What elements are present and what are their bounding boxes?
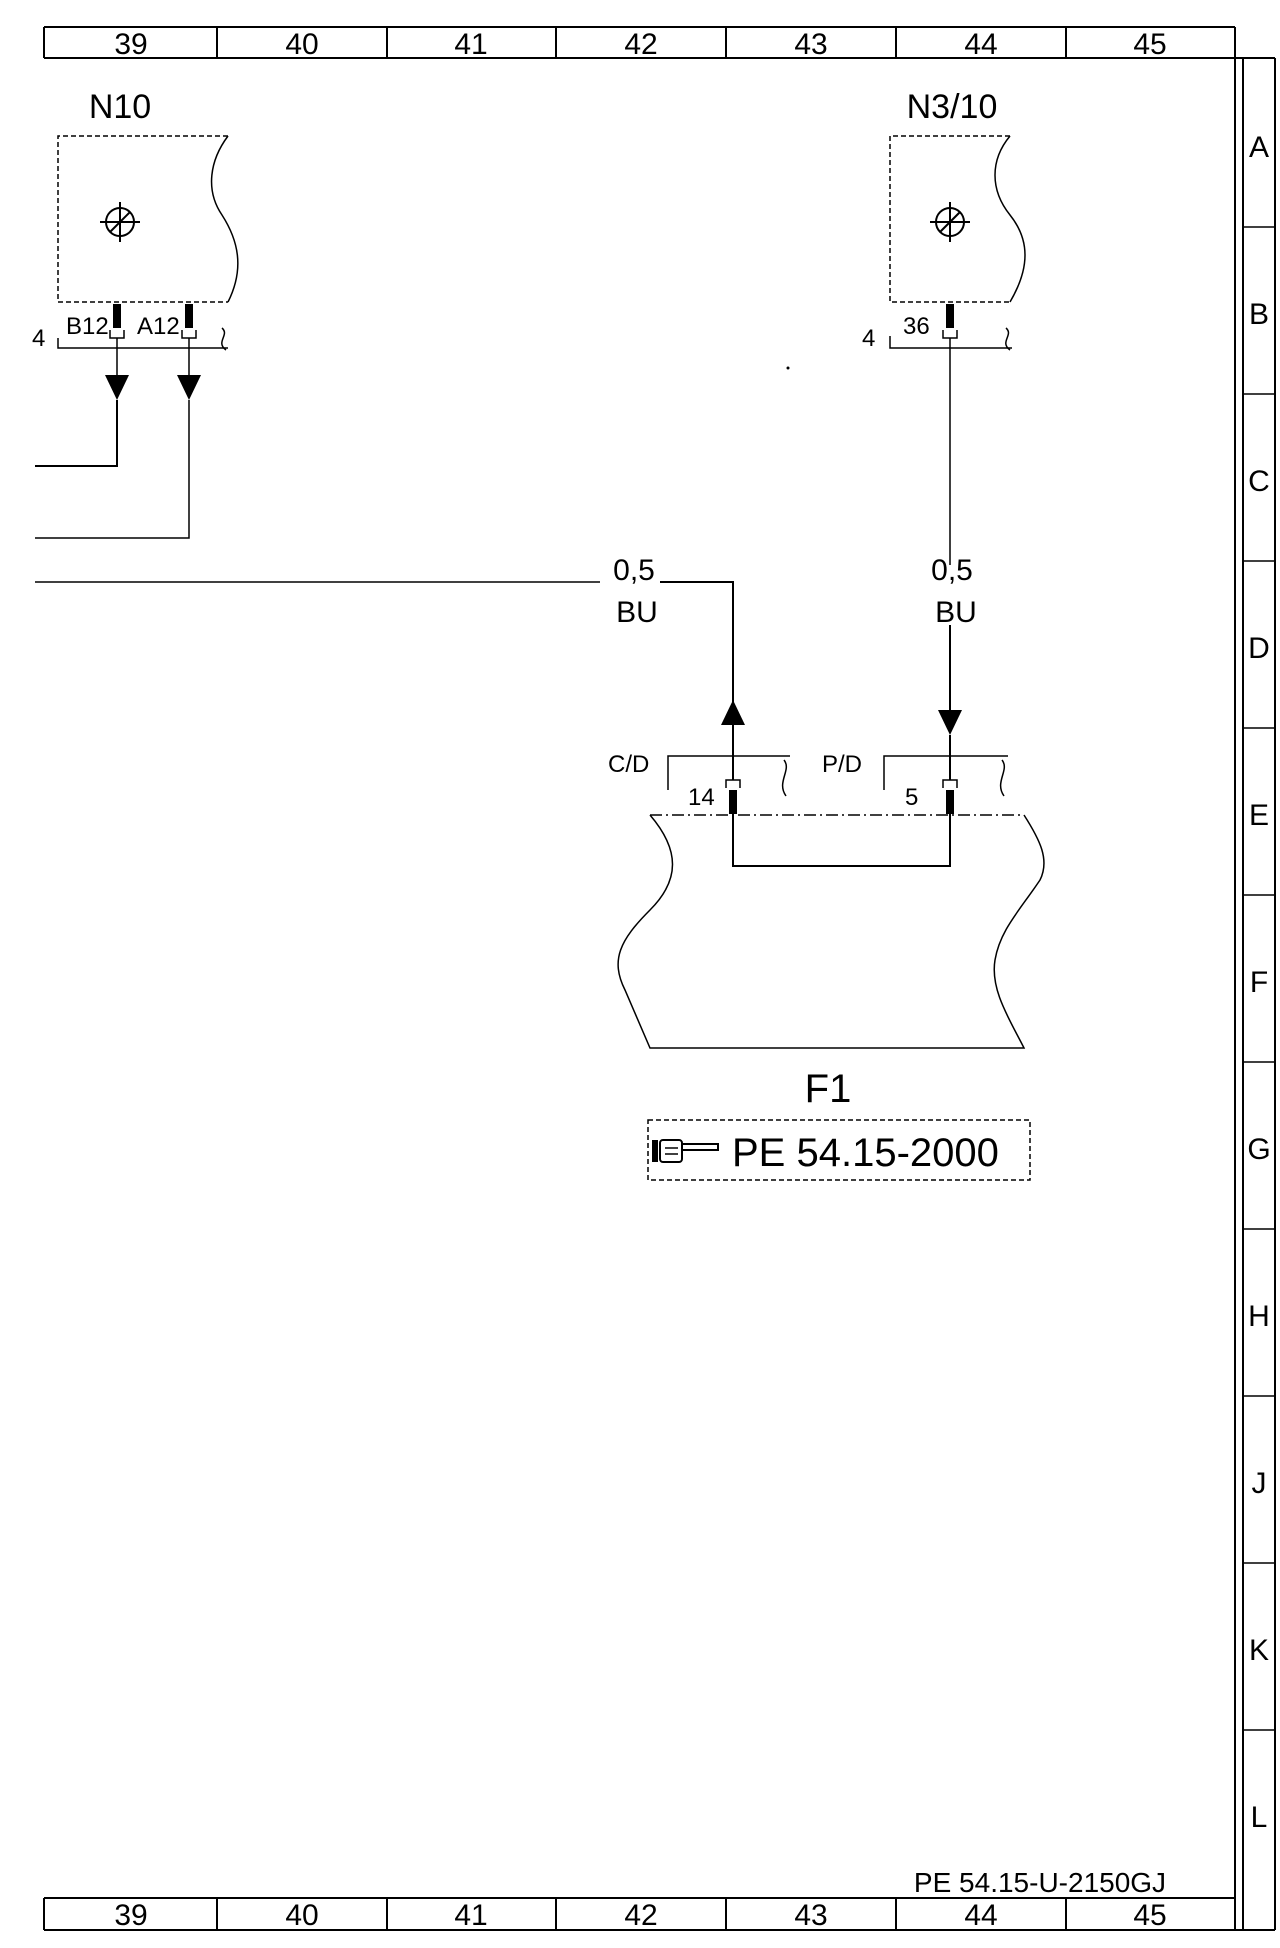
row-label: B (1249, 298, 1269, 331)
control-unit-icon (930, 202, 970, 242)
reference-text: PE 54.15-2000 (732, 1131, 999, 1175)
wire-color: BU (616, 596, 658, 629)
col-label: 42 (624, 28, 657, 61)
arrow-up-icon (721, 700, 745, 725)
document-code: PE 54.15-U-2150GJ (914, 1867, 1166, 1898)
pin-label: A12 (137, 313, 180, 340)
reference-link[interactable]: PE 54.15-2000 (647, 1119, 1031, 1181)
col-label: 45 (1133, 1899, 1166, 1932)
pin-label: 36 (903, 313, 930, 340)
col-label: 44 (964, 28, 997, 61)
row-label: F (1250, 966, 1268, 999)
pointing-hand-icon (652, 1139, 719, 1163)
col-label: 39 (114, 1899, 147, 1932)
row-label: E (1249, 799, 1269, 832)
row-label: D (1248, 632, 1270, 665)
component-label: N10 (89, 88, 151, 126)
bottom-ruler: 39 40 41 42 43 44 45 (43, 1897, 1275, 1932)
pin-36 (946, 304, 954, 328)
wire-size: 0,5 (613, 554, 655, 587)
row-label: C (1248, 465, 1270, 498)
wire-to-cd (660, 581, 734, 710)
col-label: 41 (454, 28, 487, 61)
component-n3-10[interactable]: N3/10 4 36 (862, 88, 1026, 352)
col-label: 41 (454, 1899, 487, 1932)
control-unit-icon (100, 202, 140, 242)
pin-14 (729, 790, 737, 814)
row-label: H (1248, 1300, 1270, 1333)
wire-color: BU (935, 596, 977, 629)
arrow-down-icon (177, 375, 201, 400)
right-ruler: A B C D E F G H J K L (1234, 57, 1276, 1930)
pin-label: 14 (688, 784, 715, 811)
row-label: G (1247, 1133, 1270, 1166)
arrow-down-icon (105, 375, 129, 400)
pin-a12 (185, 304, 193, 328)
pin-b12 (113, 304, 121, 328)
col-label: 40 (285, 28, 318, 61)
pin-5 (946, 790, 954, 814)
col-label: 45 (1133, 28, 1166, 61)
col-label: 44 (964, 1899, 997, 1932)
internal-bridge (732, 814, 951, 867)
component-label: F1 (805, 1067, 852, 1111)
row-label: A (1249, 131, 1269, 164)
wire-size: 0,5 (931, 554, 973, 587)
connector-label: C/D (608, 751, 649, 778)
pin-label: B12 (66, 313, 109, 340)
component-f1[interactable]: C/D 14 P/D 5 F1 (608, 751, 1045, 1111)
top-ruler: 39 40 41 42 43 44 45 (43, 26, 1236, 61)
pin-label: 5 (905, 784, 918, 811)
component-label: N3/10 (907, 88, 998, 126)
row-label: L (1251, 1801, 1268, 1834)
row-label: J (1252, 1467, 1267, 1500)
col-label: 40 (285, 1899, 318, 1932)
col-label: 42 (624, 1899, 657, 1932)
row-label: K (1249, 1634, 1269, 1667)
col-label: 43 (794, 1899, 827, 1932)
col-label: 39 (114, 28, 147, 61)
arrow-down-icon (938, 710, 962, 735)
col-label: 43 (794, 28, 827, 61)
connector-number: 4 (32, 325, 45, 352)
connector-label: P/D (822, 751, 862, 778)
connector-number: 4 (862, 325, 875, 352)
wire-n10-b12 (35, 400, 118, 467)
wire-n10-a12 (35, 400, 190, 539)
component-n10[interactable]: N10 4 B12 A12 (32, 88, 239, 400)
